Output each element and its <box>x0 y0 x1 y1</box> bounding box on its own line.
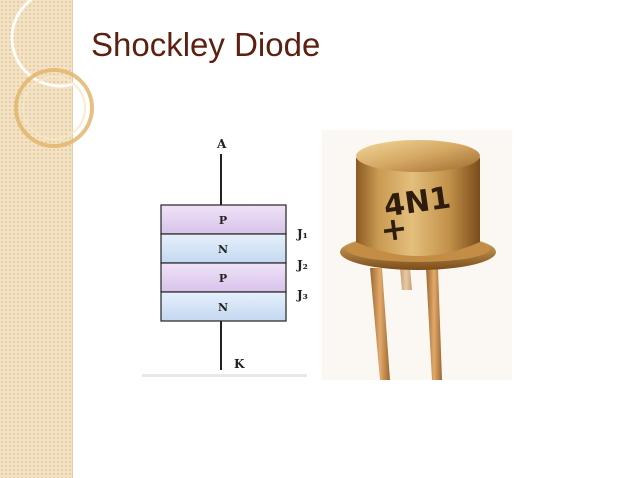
photo-marking-symbol: + <box>378 208 410 249</box>
layer-p1-label: P <box>219 214 227 227</box>
can-top <box>356 140 480 172</box>
junction-j2-label: J₂ <box>296 258 308 272</box>
junction-j1-label: J₁ <box>296 227 308 241</box>
lead-left <box>370 268 390 380</box>
decorative-circles <box>10 0 100 148</box>
shockley-diode-photo: 4N1 + <box>322 130 512 380</box>
can-body <box>356 158 480 256</box>
diagram-baseline <box>142 374 307 377</box>
slide-title: Shockley Diode <box>91 26 321 63</box>
layer-p2-label: P <box>219 272 227 285</box>
layer-n2-label: N <box>218 301 228 314</box>
layer-n2 <box>160 291 287 322</box>
lead-right <box>426 268 442 380</box>
lead-rear <box>400 268 412 290</box>
layer-n1-label: N <box>218 243 228 256</box>
pnpn-structure-diagram: A P N P N J₁ J₂ J₃ K <box>142 137 308 377</box>
layer-n1 <box>160 233 287 264</box>
cathode-label: K <box>234 357 245 371</box>
anode-label: A <box>216 137 227 151</box>
junction-j3-label: J₃ <box>296 288 308 302</box>
